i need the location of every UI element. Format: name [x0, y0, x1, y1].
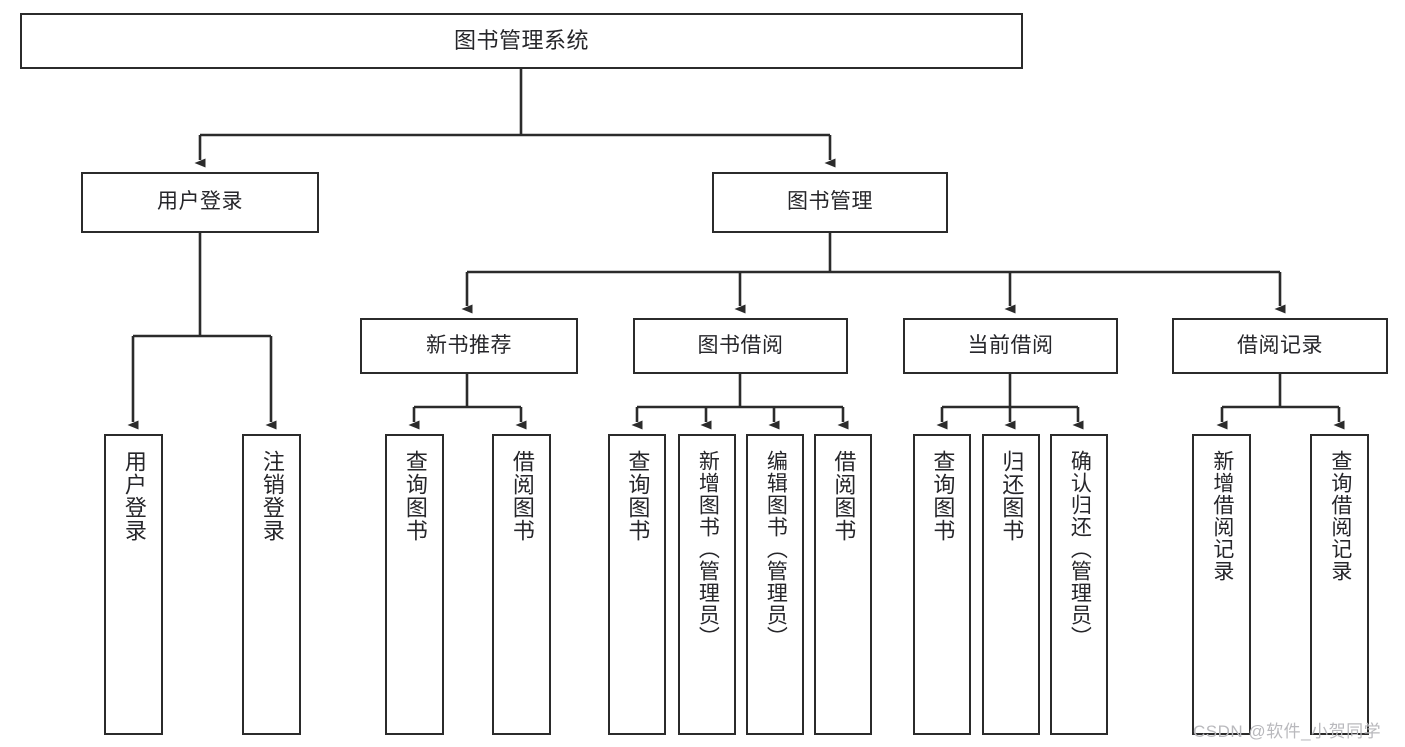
leaf-user-login[interactable]: 用户登录	[104, 434, 163, 735]
node-label: 归还图书	[999, 450, 1025, 542]
leaf-logout-login[interactable]: 注销登录	[242, 434, 301, 735]
leaf-borrow-book-borrow[interactable]: 借阅图书	[814, 434, 872, 735]
node-label: 图书管理系统	[453, 28, 589, 54]
node-current-borrow[interactable]: 当前借阅	[903, 318, 1118, 374]
node-label: 查询图书	[402, 450, 428, 542]
node-label: 新书推荐	[426, 333, 512, 357]
leaf-query-book-borrow[interactable]: 查询图书	[608, 434, 666, 735]
leaf-add-book[interactable]: 新增图书（管理员）	[678, 434, 736, 735]
node-user-login[interactable]: 用户登录	[81, 172, 319, 233]
node-label: 新增借阅记录	[1210, 450, 1234, 582]
csdn-watermark: CSDN @软件_小贺同学	[1193, 722, 1382, 741]
node-label: 借阅图书	[831, 450, 857, 542]
leaf-query-borrow-record[interactable]: 查询借阅记录	[1310, 434, 1369, 735]
node-label: 借阅图书	[509, 450, 535, 542]
leaf-query-book-recommend[interactable]: 查询图书	[385, 434, 444, 735]
node-new-book-recommend[interactable]: 新书推荐	[360, 318, 578, 374]
leaf-edit-book[interactable]: 编辑图书（管理员）	[746, 434, 804, 735]
node-root-system[interactable]: 图书管理系统	[20, 13, 1023, 69]
node-label: 新增图书（管理员）	[696, 450, 720, 648]
leaf-borrow-book-recommend[interactable]: 借阅图书	[492, 434, 551, 735]
leaf-add-borrow-record[interactable]: 新增借阅记录	[1192, 434, 1251, 735]
leaf-return-book[interactable]: 归还图书	[982, 434, 1040, 735]
node-label: 借阅记录	[1237, 333, 1323, 357]
node-label: 查询图书	[625, 450, 651, 542]
node-label: 编辑图书（管理员）	[764, 450, 788, 648]
node-label: 图书管理	[787, 190, 873, 214]
leaf-query-book-current[interactable]: 查询图书	[913, 434, 971, 735]
node-book-borrow[interactable]: 图书借阅	[633, 318, 848, 374]
node-label: 用户登录	[157, 190, 243, 214]
node-label: 查询图书	[930, 450, 956, 542]
node-borrow-record[interactable]: 借阅记录	[1172, 318, 1388, 374]
leaf-confirm-return[interactable]: 确认归还（管理员）	[1050, 434, 1108, 735]
node-label: 确认归还（管理员）	[1068, 450, 1092, 648]
node-book-management[interactable]: 图书管理	[712, 172, 948, 233]
node-label: 当前借阅	[967, 333, 1054, 357]
node-label: 注销登录	[259, 450, 285, 542]
node-label: 用户登录	[121, 450, 147, 542]
node-label: 图书借阅	[697, 333, 784, 357]
node-label: 查询借阅记录	[1328, 450, 1352, 582]
